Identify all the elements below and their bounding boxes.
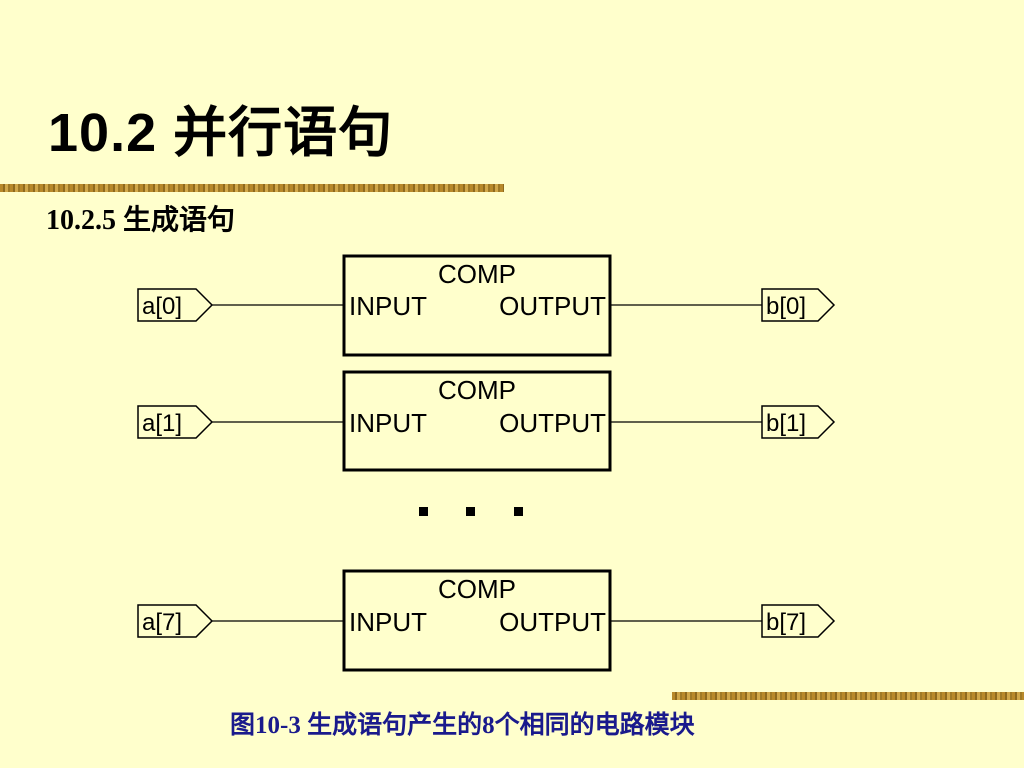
comp-box	[342, 370, 612, 472]
component-name: COMP	[438, 259, 516, 289]
output-port-label: b[1]	[766, 410, 806, 437]
input-port-a0	[137, 288, 214, 322]
comp-block-1: a[1] COMP INPUT OUTPUT b[1]	[137, 370, 836, 472]
output-port-label: b[0]	[766, 293, 806, 320]
figure-caption: 图10-3 生成语句产生的8个相同的电路模块	[230, 712, 695, 739]
component-name: COMP	[438, 574, 516, 604]
comp-block-7: a[7] COMP INPUT OUTPUT b[7]	[137, 569, 836, 672]
component-name: COMP	[438, 375, 516, 405]
slide-subtitle: 10.2.5 生成语句	[46, 205, 236, 236]
output-port-b0	[761, 288, 836, 322]
input-port-a1	[137, 405, 214, 439]
ellipsis-dots	[419, 507, 523, 516]
ellipsis-dot	[514, 507, 523, 516]
comp-block-0: a[0] COMP INPUT OUTPUT b[0]	[137, 254, 836, 357]
input-pin-label: INPUT	[349, 291, 427, 321]
input-pin-label: INPUT	[349, 607, 427, 637]
ellipsis-dot	[466, 507, 475, 516]
comp-box	[342, 569, 612, 672]
output-pin-label: OUTPUT	[499, 408, 606, 438]
title-decorative-bar	[0, 184, 504, 192]
output-port-label: b[7]	[766, 609, 806, 636]
ellipsis-dot	[419, 507, 428, 516]
input-port-label: a[7]	[142, 609, 182, 636]
output-pin-label: OUTPUT	[499, 607, 606, 637]
output-pin-label: OUTPUT	[499, 291, 606, 321]
output-port-b1	[761, 405, 836, 439]
slide-title: 10.2 并行语句	[48, 103, 394, 163]
output-port-b7	[761, 604, 836, 638]
input-port-a7	[137, 604, 214, 638]
input-port-label: a[1]	[142, 410, 182, 437]
input-pin-label: INPUT	[349, 408, 427, 438]
input-port-label: a[0]	[142, 293, 182, 320]
bottom-decorative-bar	[672, 692, 1024, 700]
